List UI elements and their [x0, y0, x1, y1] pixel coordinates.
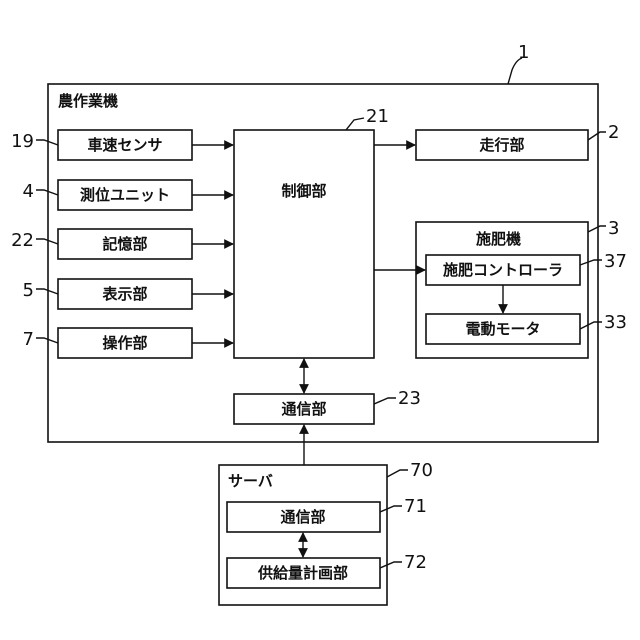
fertilizer-title: 施肥機 — [476, 230, 521, 248]
input-label: 車速センサ — [87, 136, 162, 154]
electric-motor-label: 電動モータ — [465, 320, 540, 338]
input-label: 記憶部 — [102, 235, 147, 253]
input-ref: 7 — [23, 329, 34, 350]
fertilizer-controller-label: 施肥コントローラ — [443, 261, 563, 279]
ref-main: 1 — [518, 42, 529, 63]
comm-unit-label: 通信部 — [281, 400, 326, 418]
comm-ref: 23 — [398, 388, 421, 409]
travel-unit-label: 走行部 — [479, 136, 524, 154]
planner-ref: 72 — [404, 552, 427, 573]
input-ref: 19 — [11, 131, 34, 152]
control-unit-box — [234, 130, 374, 358]
server-title: サーバ — [228, 472, 273, 490]
machine-title: 農作業機 — [58, 92, 118, 110]
supply-planner-label: 供給量計画部 — [257, 564, 348, 582]
travel-ref: 2 — [608, 122, 619, 143]
server-comm-label: 通信部 — [280, 508, 325, 526]
input-ref: 4 — [23, 181, 34, 202]
server-comm-ref: 71 — [404, 496, 427, 517]
input-label: 測位ユニット — [80, 186, 170, 204]
controller-ref: 37 — [604, 251, 627, 272]
input-ref: 22 — [11, 230, 34, 251]
control-ref: 21 — [366, 106, 389, 127]
server-ref: 70 — [410, 460, 433, 481]
motor-ref: 33 — [604, 312, 627, 333]
fertilizer-ref: 3 — [608, 218, 619, 239]
input-label: 操作部 — [102, 334, 147, 352]
input-ref: 5 — [23, 280, 34, 301]
server-ref-leader — [387, 470, 408, 477]
input-label: 表示部 — [102, 285, 147, 303]
control-unit-label: 制御部 — [281, 182, 326, 200]
